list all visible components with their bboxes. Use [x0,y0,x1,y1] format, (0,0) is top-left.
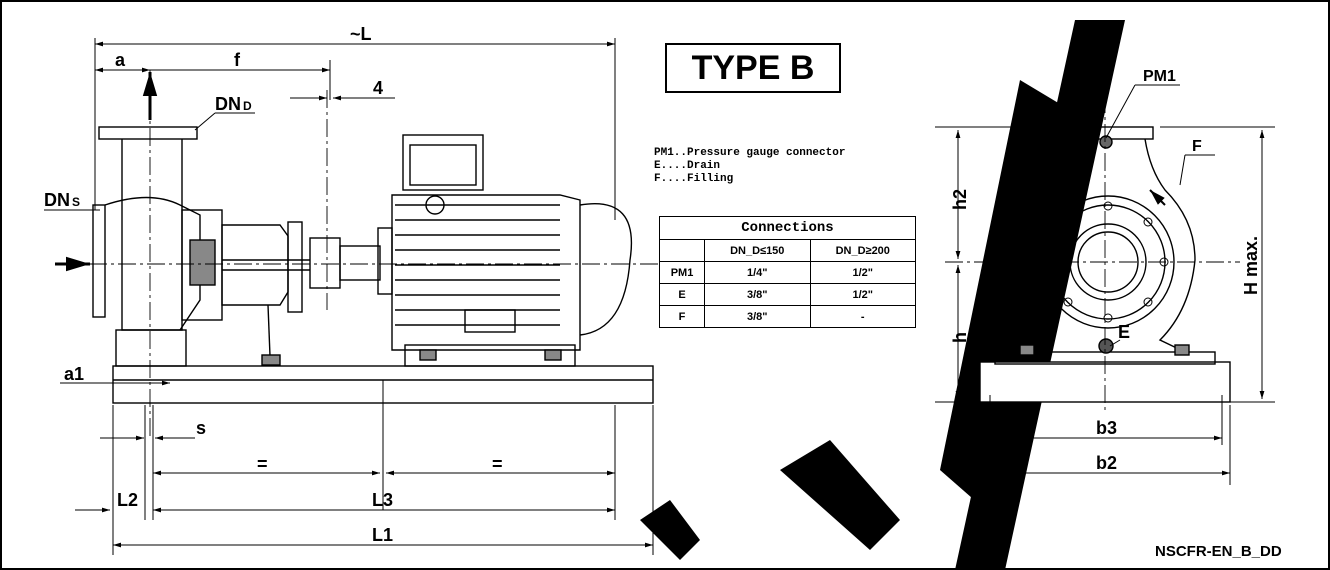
drawing-code: NSCFR-EN_B_DD [1155,543,1282,560]
label-F: F [1192,138,1202,155]
label-4: 4 [373,78,383,98]
label-dnd: DN [215,94,241,114]
label-L3: L3 [372,490,393,510]
table-cell: 1/2" [809,261,916,284]
label-f: f [234,50,241,70]
table-row: E 3/8" 1/2" [658,283,916,306]
label-L1: L1 [372,525,393,545]
label-eq2: = [492,454,503,474]
label-b3: b3 [1096,418,1117,438]
table-cell: 1/2" [809,283,916,306]
table-row: PM1 1/4" 1/2" [658,261,916,284]
side-view [60,70,660,440]
label-hmax: H max. [1241,236,1261,295]
label-PM1: PM1 [1143,68,1176,85]
label-dnd-sub: D [243,99,252,113]
label-eq1: = [257,454,268,474]
label-b2: b2 [1096,453,1117,473]
side-dimensions [44,38,654,555]
label-h: h [950,332,970,343]
table-header-cell: DN_D≤150 [704,239,811,262]
table-header-cell: DN_D≥200 [809,239,916,262]
table-row: F 3/8" - [658,305,916,328]
connections-table: Connections DN_D≤150 DN_D≥200 PM1 1/4" 1… [658,216,916,328]
dimension-labels: ~L a f 4 DN D DN S a1 s = = L2 L3 L1 PM1… [44,24,1261,545]
front-view [945,95,1240,410]
watermark [640,20,1125,570]
legend: PM1..Pressure gauge connector E....Drain… [654,147,845,186]
type-label: TYPE B [665,43,841,93]
legend-e: E....Drain [654,160,721,172]
legend-pm1: PM1..Pressure gauge connector [654,147,846,159]
table-cell: 3/8" [704,305,811,328]
label-h2: h2 [950,189,970,210]
label-dns-sub: S [72,195,80,209]
label-L: ~L [350,24,372,44]
label-a1: a1 [64,364,84,384]
table-cell: 1/4" [704,261,811,284]
table-cell: PM1 [658,261,706,284]
table-cell: F [658,305,706,328]
table-header-cell [658,239,706,262]
legend-f: F....Filling [654,173,734,185]
front-dimensions [935,84,1275,485]
label-E: E [1118,322,1130,342]
label-dns: DN [44,190,70,210]
table-cell: 3/8" [704,283,811,306]
table-cell: - [809,305,916,328]
label-L2: L2 [117,490,138,510]
label-a: a [115,50,126,70]
table-cell: E [658,283,706,306]
table-title: Connections [659,216,916,240]
label-s: s [196,418,206,438]
